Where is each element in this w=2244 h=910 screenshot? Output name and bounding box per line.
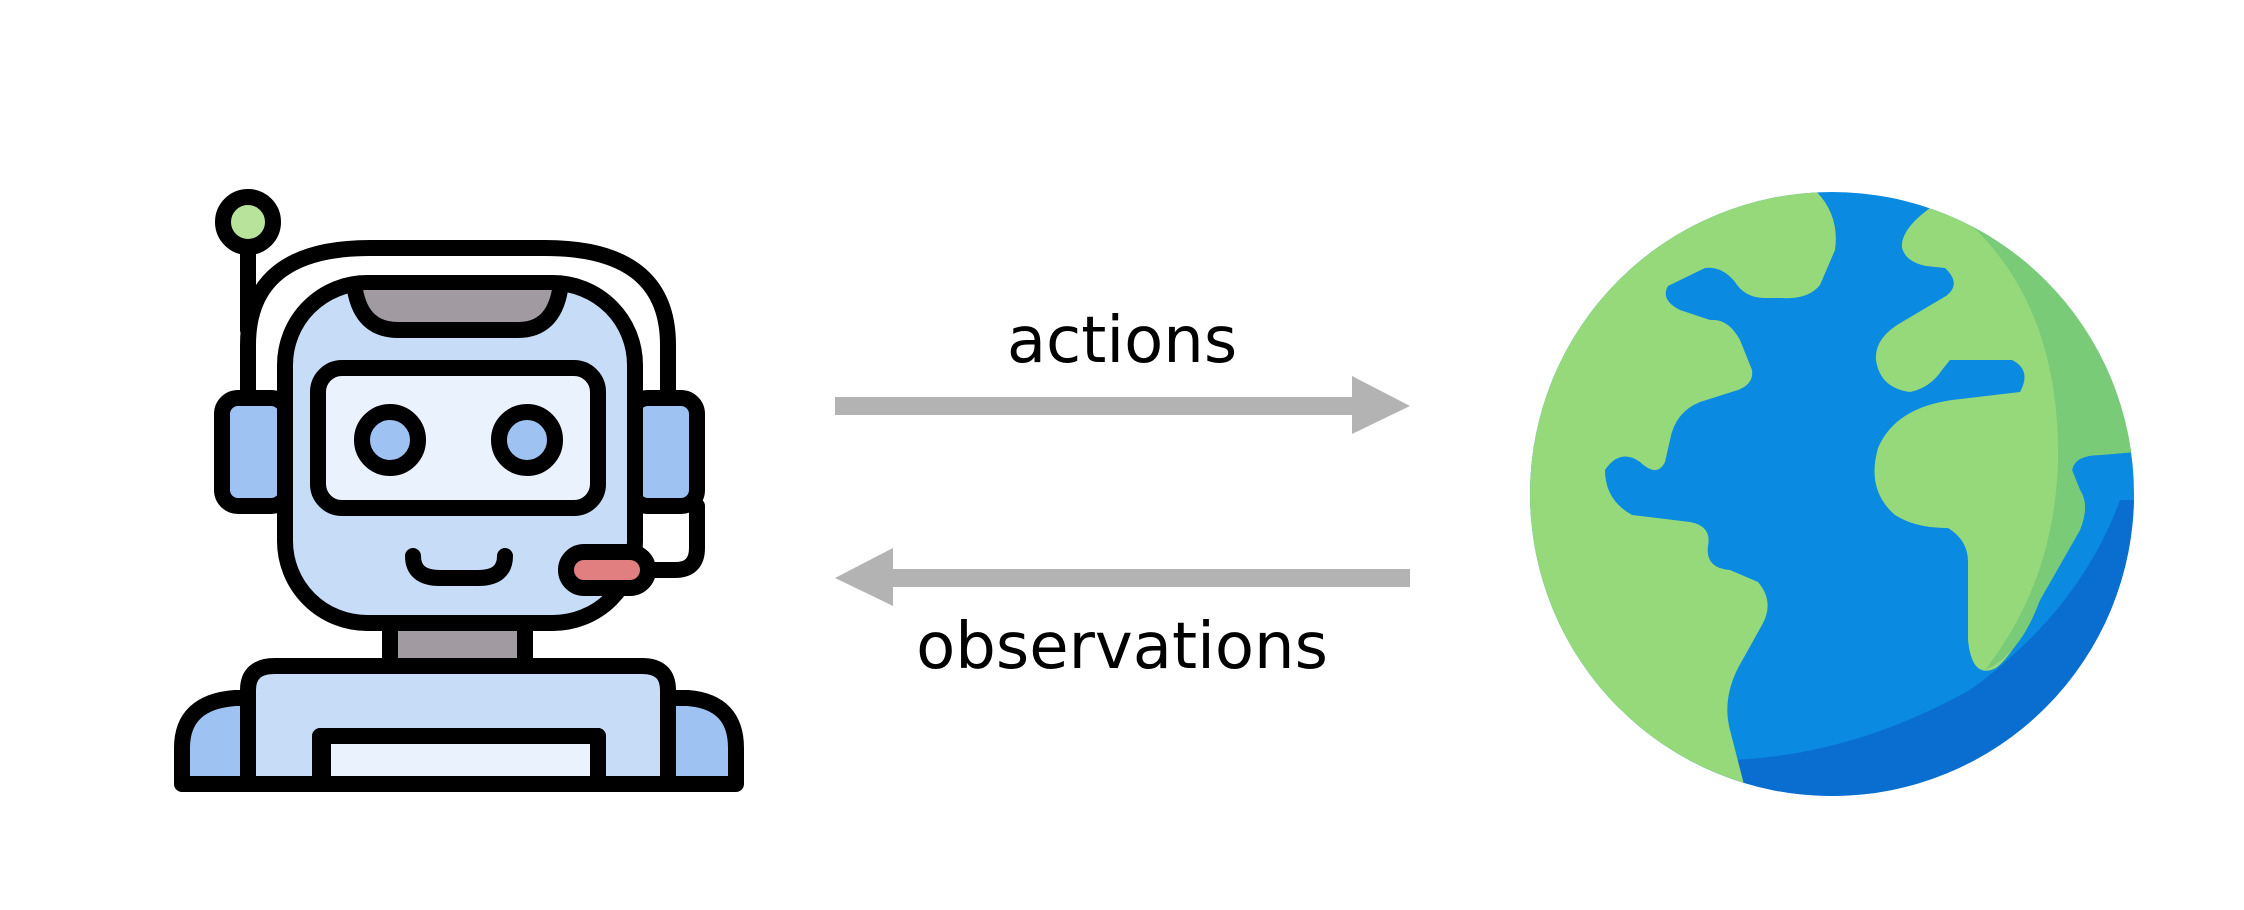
actions-label: actions bbox=[1007, 304, 1237, 378]
globe-icon bbox=[1530, 192, 2134, 796]
actions-arrow bbox=[835, 376, 1410, 434]
observations-arrow bbox=[835, 548, 1410, 606]
observations-label: observations bbox=[916, 610, 1328, 684]
robot-icon bbox=[174, 189, 744, 792]
